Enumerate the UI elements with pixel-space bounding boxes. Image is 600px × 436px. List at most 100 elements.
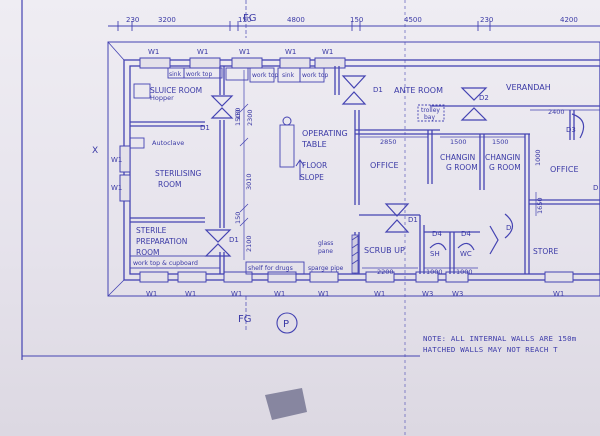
- fixture-sink1: sink: [169, 71, 182, 78]
- fixture-autoclave: Autoclave: [152, 139, 184, 147]
- window-label-10: W1: [374, 290, 385, 298]
- door-label-0: D1: [200, 124, 210, 132]
- dim-ver-2400: 2400: [548, 108, 565, 116]
- north-circle: [276, 312, 298, 334]
- fixture-worktop3: work top: [302, 72, 328, 79]
- dim-scrub-2200: 2200: [377, 268, 394, 276]
- window-label-3: W1: [285, 48, 296, 56]
- door-label-3: D1: [408, 216, 418, 224]
- top-dim-0: 230: [126, 16, 139, 24]
- dim-ch2: 1500: [492, 138, 509, 146]
- drawing-note: NOTE: ALL INTERNAL WALLS ARE 150m HATCHE…: [423, 333, 600, 355]
- hatched-walls: [351, 234, 359, 274]
- room-verandah: VERANDAH: [506, 83, 551, 92]
- top-dim-4: 150: [350, 16, 363, 24]
- door-label-9: D: [593, 184, 598, 192]
- dim-wc-1000: 1000: [456, 268, 473, 276]
- worktop-fixtures: [129, 67, 445, 275]
- room-wc: WC: [460, 250, 472, 258]
- room-sluice: SLUICE ROOM: [150, 86, 202, 95]
- dim-v2: 2300: [246, 109, 254, 126]
- room-sterile-3: ROOM: [136, 248, 160, 257]
- north-mark: P: [283, 319, 289, 330]
- internal-walls: [130, 66, 600, 274]
- room-changing-2b: G ROOM: [489, 163, 521, 172]
- room-sterilising-2: ROOM: [158, 180, 182, 189]
- dim-store-1650: 1650: [536, 197, 544, 214]
- dim-ch1: 1500: [450, 138, 467, 146]
- top-dim-ticks: [117, 21, 491, 31]
- fixture-worktop-cupboard: work top & cupboard: [133, 260, 198, 267]
- dim-v4: 2100: [245, 235, 253, 252]
- fixture-glass-pane-1: glass: [318, 240, 333, 247]
- bottom-windows: [139, 271, 574, 283]
- section-mark-bottom: FG: [238, 314, 252, 325]
- room-office-mid: OFFICE: [370, 161, 399, 170]
- room-sterilising-1: STERILISING: [155, 169, 201, 178]
- plinth-hatch-tl: [107, 41, 125, 61]
- door-symbols: [204, 75, 585, 257]
- window-label-16: W1: [553, 290, 564, 298]
- note-line-2: HATCHED WALLS MAY NOT REACH T: [423, 345, 558, 354]
- top-dim-7: 4200: [560, 16, 578, 24]
- window-label-9: W1: [318, 290, 329, 298]
- window-label-6: W1: [185, 290, 196, 298]
- room-scrub: SCRUB UP: [364, 246, 405, 255]
- side-mark: X: [92, 146, 98, 156]
- door-label-7: D4: [461, 230, 471, 238]
- room-sh: SH: [430, 250, 440, 258]
- section-mark-top: FG: [243, 13, 257, 24]
- fixture-shelf-drugs: shelf for drugs: [248, 265, 293, 272]
- door-label-5: D3: [566, 126, 576, 134]
- window-label-14: W3: [422, 290, 433, 298]
- window-label-4: W1: [322, 48, 333, 56]
- room-changing-1b: G ROOM: [446, 163, 478, 172]
- room-ante: ANTE ROOM: [394, 86, 443, 95]
- dim-v1: 1500: [234, 109, 242, 126]
- room-operating-1: OPERATING: [302, 129, 348, 138]
- window-label-1: W1: [197, 48, 208, 56]
- paper-stain: [265, 388, 307, 420]
- room-changing-2a: CHANGIN: [485, 153, 520, 162]
- fixture-sink2: sink: [282, 72, 295, 79]
- dim-v5: 150: [234, 212, 242, 224]
- plinth-hatch-bl: [107, 279, 125, 297]
- dim-v150b: 150: [234, 108, 242, 120]
- room-sterile-1: STERILE: [136, 226, 167, 235]
- window-label-11: W1: [111, 156, 122, 164]
- fixture-worktop2: work top: [252, 72, 278, 79]
- window-label-15: W3: [452, 290, 463, 298]
- top-dim-3: 4800: [287, 16, 305, 24]
- fixture-hopper: Hopper: [150, 94, 174, 102]
- room-operating-2: TABLE: [301, 140, 327, 149]
- fixture-trolley-2: bay: [424, 114, 435, 121]
- window-label-8: W1: [274, 290, 285, 298]
- dim-v3: 3010: [245, 173, 253, 190]
- left-windows: [119, 145, 131, 202]
- window-label-7: W1: [231, 290, 242, 298]
- door-label-6: D4: [432, 230, 442, 238]
- window-label-2: W1: [239, 48, 250, 56]
- door-label-8: D: [506, 224, 511, 232]
- window-label-12: W1: [111, 184, 122, 192]
- fixture-sparge-pipe: sparge pipe: [308, 265, 344, 272]
- top-dim-2: 150: [238, 16, 251, 24]
- top-dim-6: 230: [480, 16, 493, 24]
- door-label-2: D1: [229, 236, 239, 244]
- dim-ante-2850: 2850: [380, 138, 397, 146]
- inner-dim-lines: [239, 70, 600, 269]
- fixture-worktop1: work top: [186, 71, 212, 78]
- door-label-4: D2: [479, 94, 489, 102]
- dim-office-1000: 1000: [534, 149, 542, 166]
- room-sterile-2: PREPARATION: [136, 237, 187, 246]
- window-label-5: W1: [146, 290, 157, 298]
- top-dim-1: 3200: [158, 16, 176, 24]
- room-office-right: OFFICE: [550, 165, 579, 174]
- fixture-floor-slope-1: FLOOR: [302, 161, 327, 170]
- fixture-trolley-1: trolley: [421, 107, 440, 114]
- dim-sh-1000: 1000: [426, 268, 443, 276]
- operating-table-symbol: [282, 116, 305, 180]
- room-store: STORE: [533, 247, 558, 256]
